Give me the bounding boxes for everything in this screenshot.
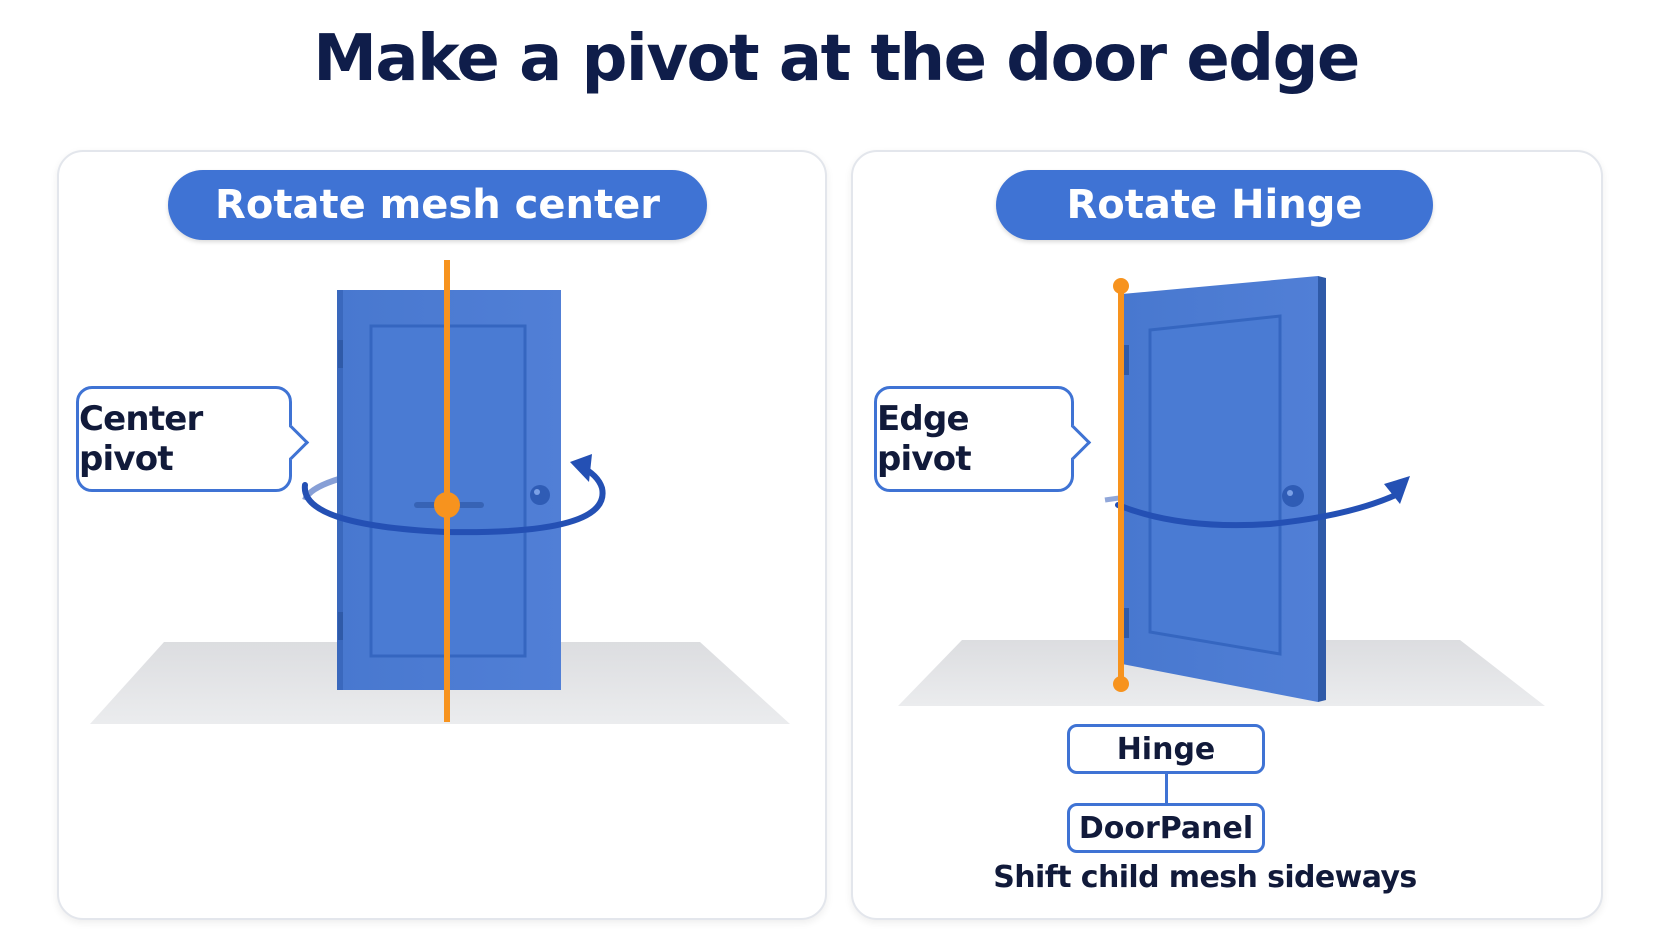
left-scene (90, 260, 790, 724)
door-right-hinge-bottom (1124, 608, 1129, 638)
door-right-edge (1318, 276, 1326, 702)
door-left-side (337, 290, 343, 690)
door-knob-icon (530, 485, 550, 505)
edge-pivot-callout: Edge pivot (874, 386, 1074, 492)
hierarchy-caption: Shift child mesh sideways (993, 860, 1417, 895)
hierarchy-node-child: DoorPanel (1067, 803, 1265, 853)
left-panel-header: Rotate mesh center (168, 170, 707, 240)
right-scene (898, 276, 1545, 706)
door-left-hinge-bottom (338, 612, 343, 640)
pivot-dot-icon (1113, 278, 1129, 294)
pivot-dot-icon (1113, 676, 1129, 692)
rotation-arrow-icon (301, 463, 606, 536)
center-pivot-callout: Center pivot (76, 386, 292, 492)
door-right-panel-inset (1148, 314, 1282, 656)
door-left-hinge-top (338, 340, 343, 368)
door-right-hinge-top (1124, 345, 1129, 375)
rotation-arrow-icon (1115, 491, 1401, 529)
hierarchy-node-parent: Hinge (1067, 724, 1265, 774)
page-title: Make a pivot at the door edge (313, 22, 1360, 96)
hierarchy-connector (1165, 774, 1168, 803)
right-panel-header: Rotate Hinge (996, 170, 1433, 240)
door-knob-icon (1282, 485, 1304, 507)
pivot-dot-icon (434, 492, 460, 518)
